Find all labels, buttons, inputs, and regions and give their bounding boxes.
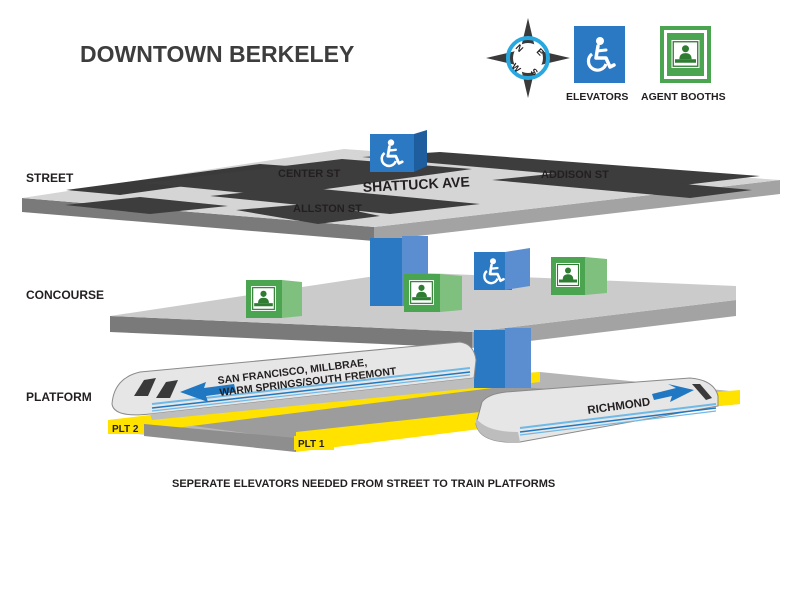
platform-1-tag [294, 436, 334, 450]
platform-2-tag [108, 422, 144, 434]
street-center-st: CENTER ST [278, 168, 341, 180]
level-concourse-label: CONCOURSE [26, 288, 104, 302]
level-street-label: STREET [26, 171, 74, 185]
platform-1-label: PLT 1 [298, 439, 325, 450]
street-allston-st: ALLSTON ST [293, 203, 362, 215]
legend-elevators: ELEVATORS [566, 26, 628, 103]
arrow-left-icon [180, 382, 236, 402]
elevator-legend-icon [574, 26, 625, 83]
street-elevator [370, 130, 427, 172]
agent-booth-east [551, 257, 607, 295]
compass-north: N [514, 42, 526, 54]
street-shattuck-ave: SHATTUCK AVE [362, 173, 470, 195]
concourse-elevator [474, 248, 530, 290]
elevators-label: ELEVATORS [566, 91, 628, 103]
arrow-right-icon [652, 384, 694, 402]
legend-agent-booths: AGENT BOOTHS [641, 26, 726, 103]
elevator-note: SEPERATE ELEVATORS NEEDED FROM STREET TO… [172, 478, 555, 490]
agent-booth-west [246, 280, 302, 318]
page-title: DOWNTOWN BERKELEY [80, 41, 354, 67]
platform-2-label: PLT 2 [112, 424, 139, 435]
compass-south: S [529, 66, 540, 77]
agent-booth-center [404, 274, 462, 312]
compass-icon: N E S W [486, 18, 570, 98]
train-richmond-bound [475, 377, 719, 443]
agent-booths-label: AGENT BOOTHS [641, 91, 726, 103]
street-addison-st: ADDISON ST [541, 169, 609, 181]
level-platform-label: PLATFORM [26, 390, 92, 404]
compass-east: E [535, 46, 546, 57]
train-sf-bound [111, 341, 477, 420]
